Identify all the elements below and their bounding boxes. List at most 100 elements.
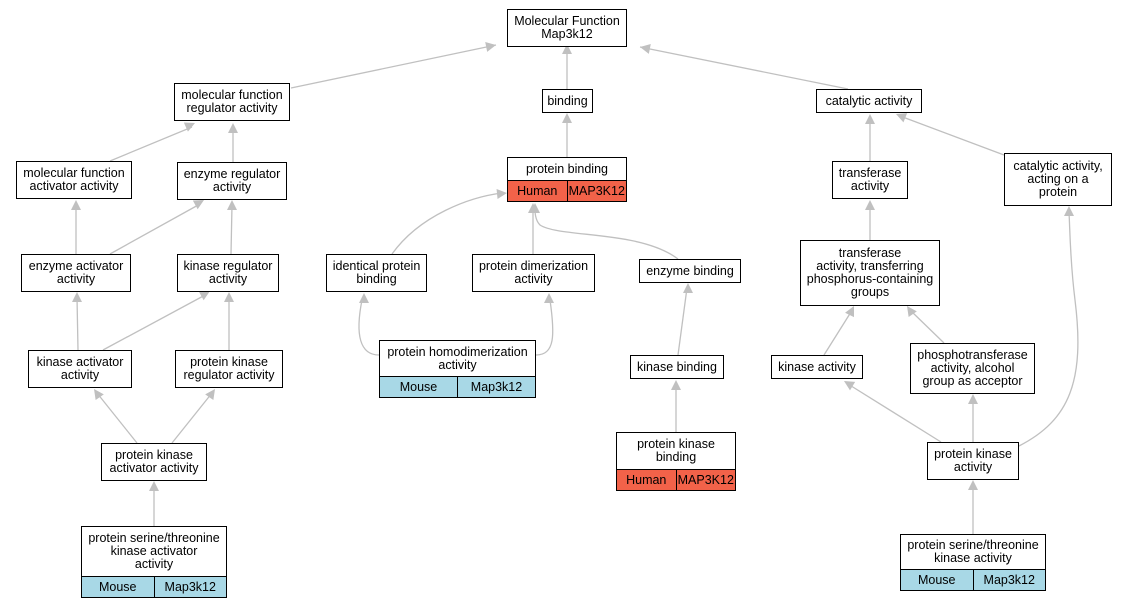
gene-symbol: MAP3K12 — [675, 470, 735, 490]
edge-pst-kinase-to-pk-activity-arrowhead — [968, 480, 978, 490]
annotation-row: Mouse Map3k12 — [82, 576, 226, 597]
node-protein-dimerization-activity[interactable]: protein dimerization activity — [472, 254, 595, 292]
species-human: Human — [617, 470, 676, 490]
edge-pst-activator-to-pk-activator-arrowhead — [149, 481, 159, 491]
node-kinase-activator-activity[interactable]: kinase activator activity — [28, 350, 132, 388]
node-kinase-activity[interactable]: kinase activity — [771, 355, 863, 379]
edge-homodim-to-identical — [358, 299, 380, 356]
node-enzyme-regulator-activity[interactable]: enzyme regulator activity — [177, 162, 287, 200]
edge-kinase-activator-to-enzyme-activator — [76, 296, 79, 351]
node-label: protein serine/threonine kinase activato… — [88, 531, 220, 571]
node-transferase-activity[interactable]: transferase activity — [832, 161, 908, 199]
gene-symbol: Map3k12 — [153, 577, 226, 597]
edge-kinase-regulator-to-enzyme-regulator — [230, 204, 233, 255]
edge-identical-to-protein-binding-arrowhead — [496, 189, 507, 199]
node-label: kinase activator activity — [36, 355, 124, 382]
node-kinase-regulator-activity[interactable]: kinase regulator activity — [177, 254, 279, 292]
edge-pk-activity-to-kinase-activity — [847, 383, 942, 443]
species-human: Human — [508, 181, 567, 201]
edge-enzyme-binding-to-protein-binding — [534, 207, 679, 260]
node-protein-serine-threonine-kinase-activator-activity[interactable]: protein serine/threonine kinase activato… — [81, 526, 227, 598]
node-catalytic-activity[interactable]: catalytic activity — [816, 89, 922, 113]
edge-kinase-activator-to-kinase-regulator — [102, 293, 208, 351]
edge-identical-to-protein-binding — [391, 192, 503, 255]
node-protein-kinase-activator-activity[interactable]: protein kinase activator activity — [101, 443, 207, 481]
node-protein-kinase-binding[interactable]: protein kinase binding Human MAP3K12 — [616, 432, 736, 491]
node-label: protein kinase binding — [637, 437, 715, 464]
edge-transferase-p-to-transferase-arrowhead — [865, 200, 875, 210]
node-identical-protein-binding[interactable]: identical protein binding — [326, 254, 427, 292]
node-label: protein kinase activator activity — [109, 448, 199, 475]
edge-pk-activity-to-phospho-arrowhead — [968, 394, 978, 404]
edge-pk-activator-to-kinase-activator — [96, 392, 138, 444]
edge-kinase-activity-to-transferase-p — [823, 311, 852, 356]
edge-enzyme-activator-to-mf-activator-arrowhead — [71, 200, 81, 210]
edge-pk-binding-to-kinase-binding-arrowhead — [671, 380, 681, 390]
edge-mf-regulator-to-root — [290, 44, 497, 89]
node-label: enzyme activator activity — [28, 259, 124, 286]
edge-catalytic-protein-to-catalytic — [899, 115, 1005, 156]
edge-phospho-to-transferase-p — [910, 310, 945, 344]
node-protein-binding[interactable]: protein binding Human MAP3K12 — [507, 157, 627, 202]
node-molecular-function-activator-activity[interactable]: molecular function activator activity — [16, 161, 132, 199]
edge-phospho-to-transferase-p-arrowhead — [907, 306, 917, 318]
edge-kinase-binding-to-enzyme-binding — [677, 287, 688, 356]
annotation-row: Mouse Map3k12 — [380, 376, 535, 397]
node-protein-serine-threonine-kinase-activity[interactable]: protein serine/threonine kinase activity… — [900, 534, 1046, 591]
edge-pk-activity-to-catalytic-protein — [1018, 211, 1079, 447]
gene-symbol: Map3k12 — [457, 377, 535, 397]
node-label: enzyme regulator activity — [183, 167, 281, 194]
node-label: protein binding — [525, 161, 608, 176]
node-protein-kinase-activity[interactable]: protein kinase activity — [927, 442, 1019, 480]
edge-mf-activator-to-mf-regulator-arrowhead — [183, 122, 195, 132]
node-label: kinase binding — [637, 359, 717, 374]
edge-enzyme-binding-to-protein-binding-arrowhead — [530, 203, 540, 213]
edge-enzyme-activator-to-enzyme-regulator-arrowhead — [192, 200, 204, 210]
node-label: Molecular Function Map3k12 — [514, 14, 620, 41]
node-label: enzyme binding — [646, 263, 734, 278]
node-enzyme-activator-activity[interactable]: enzyme activator activity — [21, 254, 131, 292]
annotation-row: Human MAP3K12 — [617, 469, 735, 490]
edge-protein-binding-to-binding-arrowhead — [562, 113, 572, 123]
node-phosphotransferase-activity[interactable]: phosphotransferase activity, alcohol gro… — [910, 343, 1035, 394]
node-label: molecular function regulator activity — [181, 88, 283, 115]
node-molecular-function-root[interactable]: Molecular Function Map3k12 — [507, 9, 627, 47]
node-transferase-activity-phosphorus[interactable]: transferase activity, transferring phosp… — [800, 240, 940, 306]
edge-kinase-activator-to-kinase-regulator-arrowhead — [198, 291, 210, 301]
edge-mf-regulator-to-root-arrowhead — [485, 42, 496, 52]
node-label: catalytic activity, acting on a protein — [1013, 159, 1103, 199]
node-protein-homodimerization-activity[interactable]: protein homodimerization activity Mouse … — [379, 340, 536, 398]
edge-pk-activity-to-catalytic-protein-arrowhead — [1064, 206, 1074, 216]
edge-transferase-to-catalytic-arrowhead — [865, 114, 875, 124]
node-enzyme-binding[interactable]: enzyme binding — [639, 259, 741, 283]
edge-pk-activator-to-kinase-activator-arrowhead — [94, 389, 104, 401]
edge-kinase-regulator-to-enzyme-regulator-arrowhead — [227, 200, 237, 210]
node-label: protein homodimerization activity — [387, 344, 528, 372]
node-label: transferase activity, transferring phosp… — [806, 246, 934, 299]
edge-pk-regulator-to-kinase-regulator-arrowhead — [224, 292, 234, 302]
edge-catalytic-to-root-arrowhead — [640, 44, 651, 54]
gene-symbol: Map3k12 — [972, 570, 1045, 590]
gene-symbol: MAP3K12 — [566, 181, 626, 201]
node-binding[interactable]: binding — [542, 89, 593, 113]
edge-binding-to-root-arrowhead — [562, 44, 572, 54]
node-molecular-function-regulator-activity[interactable]: molecular function regulator activity — [174, 83, 290, 121]
edge-pk-activity-to-kinase-activity-arrowhead — [844, 381, 856, 391]
node-kinase-binding[interactable]: kinase binding — [630, 355, 724, 379]
node-catalytic-activity-acting-on-protein[interactable]: catalytic activity, acting on a protein — [1004, 153, 1112, 206]
node-protein-kinase-regulator-activity[interactable]: protein kinase regulator activity — [175, 350, 283, 388]
node-label: phosphotransferase activity, alcohol gro… — [917, 348, 1028, 388]
node-label: transferase activity — [838, 166, 902, 193]
annotation-row: Human MAP3K12 — [508, 180, 626, 201]
edge-homodim-to-identical-arrowhead — [359, 293, 369, 303]
edge-pk-activator-to-pk-regulator — [171, 392, 213, 444]
edge-kinase-activator-to-enzyme-activator-arrowhead — [72, 292, 82, 302]
edge-homodim-to-dimerization-arrowhead — [544, 293, 554, 303]
node-label: protein dimerization activity — [478, 259, 589, 286]
node-label: identical protein binding — [332, 259, 421, 286]
edge-kinase-binding-to-enzyme-binding-arrowhead — [683, 283, 693, 293]
edge-enzyme-activator-to-enzyme-regulator — [109, 203, 201, 255]
annotation-row: Mouse Map3k12 — [901, 569, 1045, 590]
